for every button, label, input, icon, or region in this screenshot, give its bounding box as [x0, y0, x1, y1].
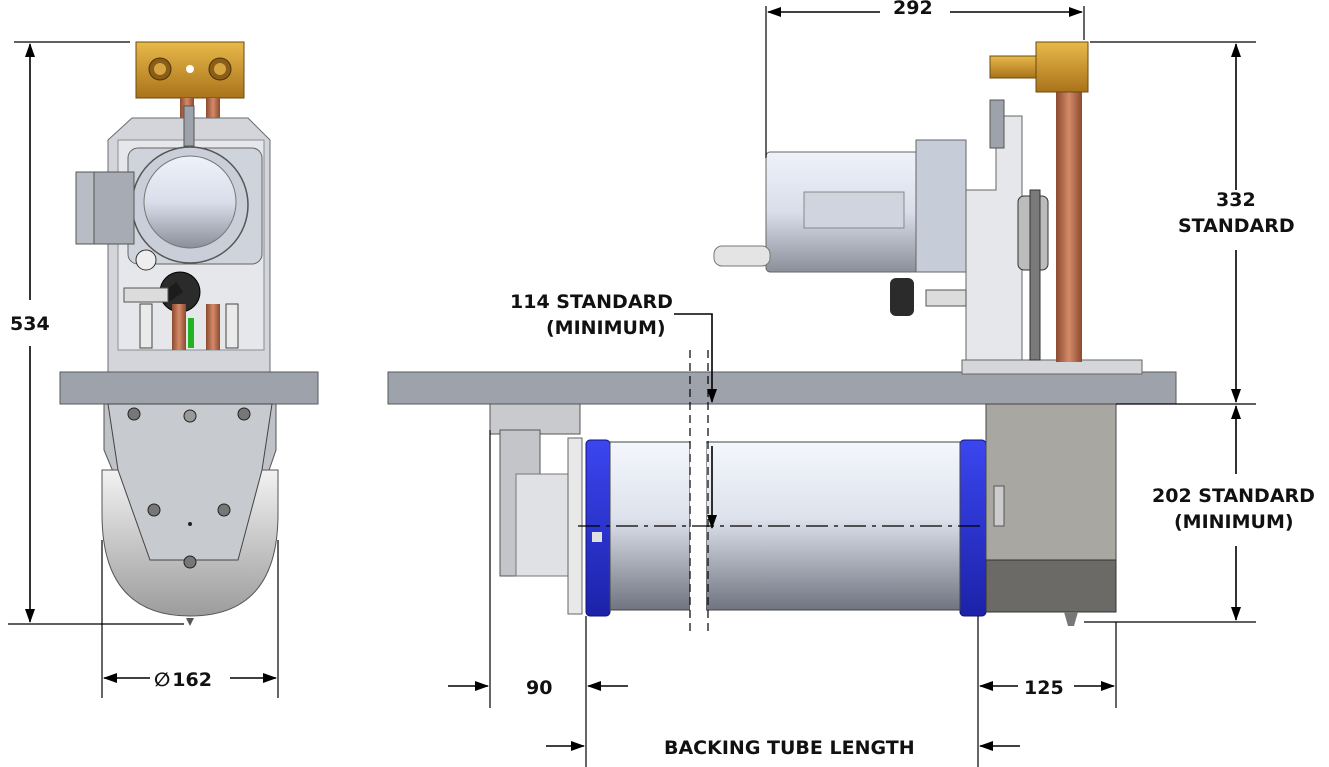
housing-box [985, 403, 1117, 561]
left-view [59, 41, 319, 626]
dim-diameter: ∅162 [101, 540, 279, 698]
diameter-label: 162 [172, 669, 212, 691]
dim-90: 90 [448, 430, 628, 767]
left-offset-label: 90 [526, 677, 552, 699]
brass-elbow-icon [1035, 41, 1089, 93]
overall-height-label: 534 [10, 313, 50, 335]
diameter-symbol: ∅ [154, 669, 170, 691]
dim-534: 534 [8, 41, 184, 625]
dim-125: 125 [977, 616, 1117, 767]
flange-icon [585, 439, 611, 617]
height-upper-label: STANDARD [1178, 215, 1295, 237]
tube-length-label: BACKING TUBE LENGTH [664, 737, 915, 759]
height-lower-line2: (MINIMUM) [1174, 511, 1294, 533]
dim-backing-tube: BACKING TUBE LENGTH [546, 737, 1020, 759]
right-offset-label: 125 [1024, 677, 1064, 699]
mounting-plate-right [387, 371, 1177, 405]
dim-202: 202 STANDARD (MINIMUM) [1084, 405, 1315, 623]
height-lower-line1: 202 STANDARD [1152, 485, 1315, 507]
gap-line1: 114 STANDARD [510, 291, 673, 313]
knob-icon [890, 278, 914, 316]
gap-line2: (MINIMUM) [546, 317, 666, 339]
dim-292: 292 [765, 0, 1085, 158]
dim-114: 114 STANDARD (MINIMUM) [510, 291, 717, 529]
dim-332: 332 STANDARD [1090, 41, 1295, 405]
mounting-plate-left [59, 371, 319, 405]
width-top-label: 292 [893, 0, 933, 19]
right-view [387, 41, 1177, 626]
svg-text:∅162: ∅162 [154, 669, 212, 691]
height-upper-value: 332 [1216, 189, 1256, 211]
flange-icon [959, 439, 987, 617]
